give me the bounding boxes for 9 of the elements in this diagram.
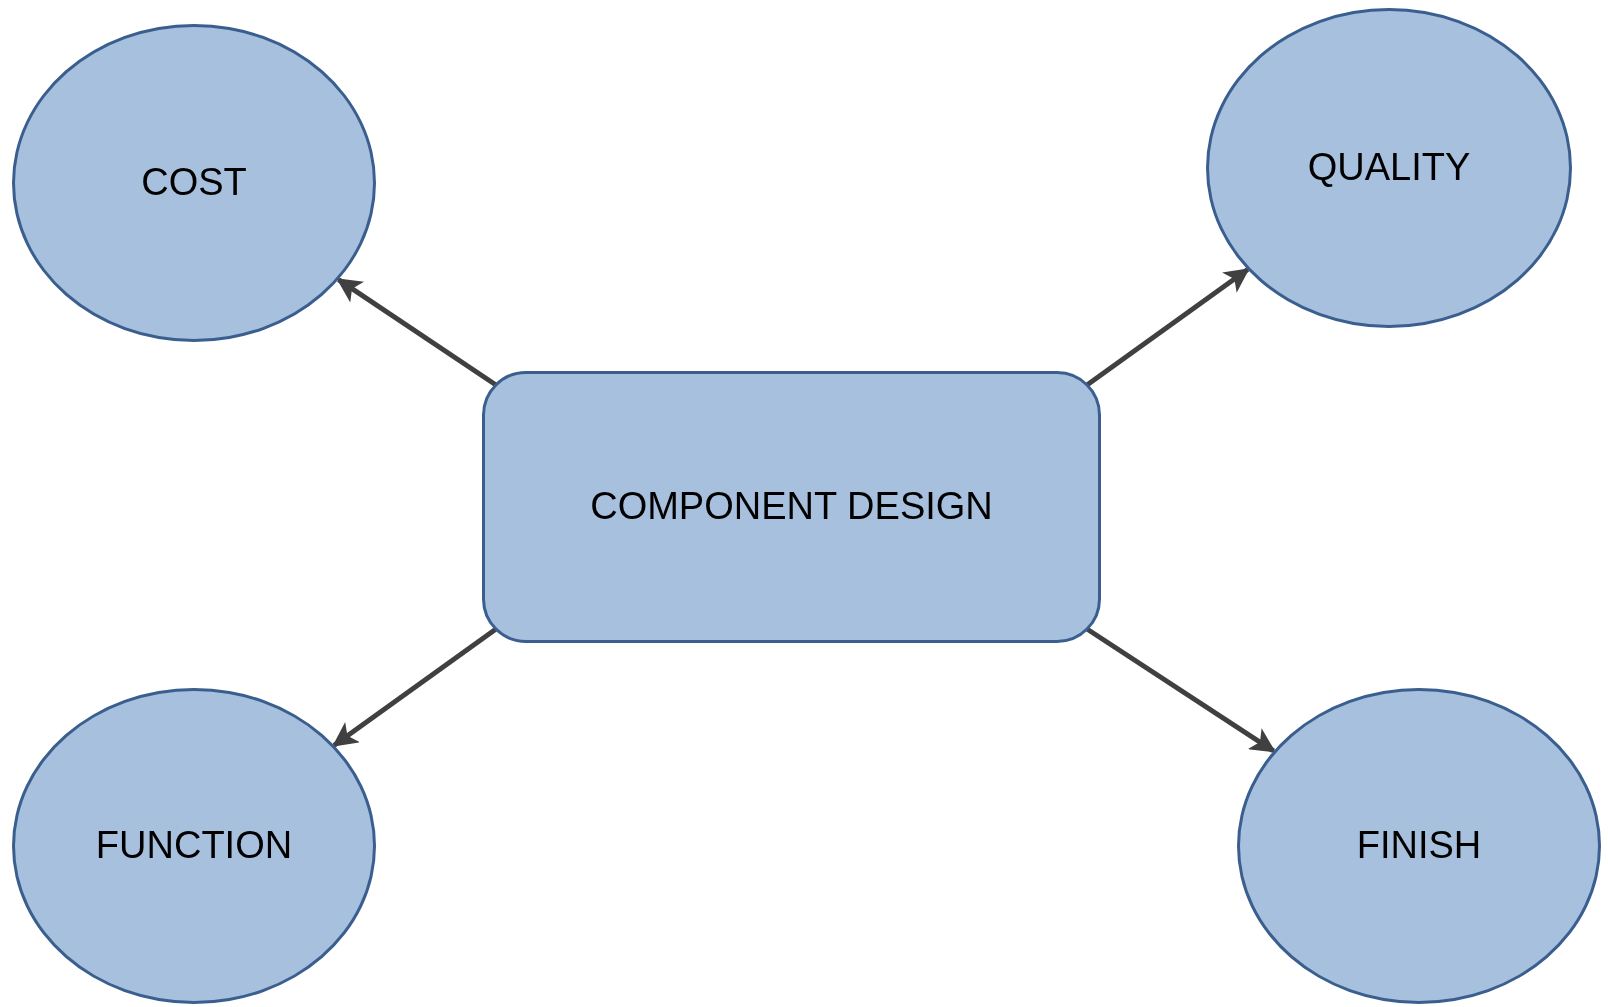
node-label: COST	[141, 160, 247, 206]
arrow	[1085, 626, 1276, 754]
node-label: FUNCTION	[95, 823, 293, 869]
node-label: QUALITY	[1307, 145, 1471, 191]
node-label: COMPONENT DESIGN	[590, 484, 993, 530]
arrow	[1085, 267, 1250, 388]
node-label: FINISH	[1356, 823, 1482, 869]
arrow	[332, 626, 498, 748]
process-box	[482, 371, 1101, 643]
